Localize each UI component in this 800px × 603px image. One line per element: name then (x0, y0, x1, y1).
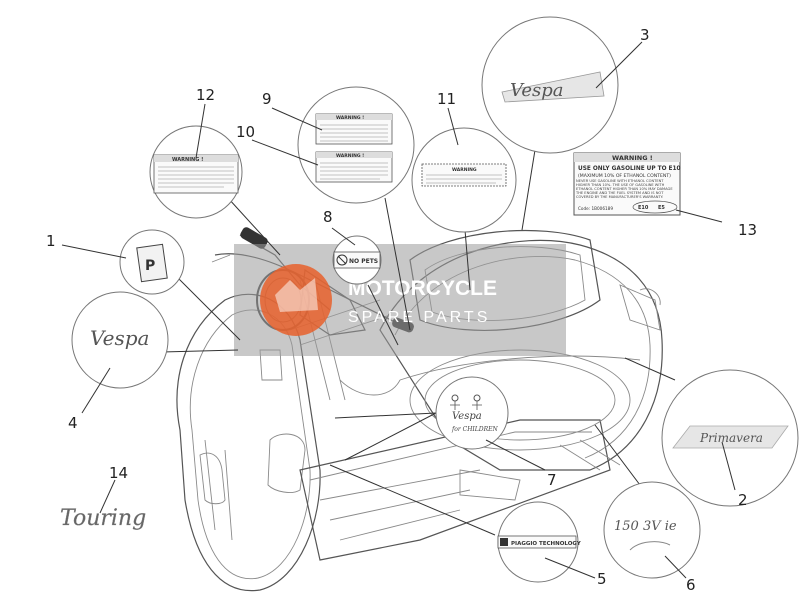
detail-circle-2: Primavera (624, 357, 799, 507)
callout-14: 14 (109, 464, 128, 482)
detail-circle-9-10: WARNING ! WARNING ! (297, 86, 415, 331)
watermark-line2: SPARE PARTS (348, 309, 490, 326)
detail-circle-12: WARNING ! (149, 125, 281, 256)
no-pets-icon (336, 254, 348, 266)
warning-title-10: WARNING ! (336, 153, 364, 159)
engine-badge: 150 3V ie (614, 519, 677, 534)
detail-circle-1: P (119, 229, 241, 341)
callout-9: 9 (262, 90, 272, 108)
warning-title-9: WARNING ! (336, 115, 364, 121)
vespa-logo-3: Vespa (510, 80, 564, 101)
detail-circle-3: Vespa (481, 16, 619, 231)
warning-title-11: WARNING (452, 167, 477, 173)
touring-logo: Touring (60, 506, 146, 531)
detail-circle-5: PIAGGIO TECHNOLOGY (329, 464, 582, 583)
fuel-warning-title: WARNING ! (612, 154, 653, 162)
detail-circle-4: Vespa (71, 291, 239, 389)
detail-circle-6: 150 3V ie (594, 424, 701, 579)
watermark: MOTORCYCLE SPARE PARTS (234, 244, 566, 356)
callout-6: 6 (686, 576, 696, 594)
fuel-body-text: NEVER USE GASOLINE WITH ETHANOL CONTENT … (576, 179, 673, 199)
warning-title-12: WARNING ! (172, 157, 203, 163)
detail-circle-8: NO PETS (332, 235, 399, 346)
fuel-e5: E5 (658, 205, 665, 211)
fuel-warning-label-13: WARNING ! USE ONLY GASOLINE UP TO E10 (M… (573, 152, 681, 216)
callout-7: 7 (547, 471, 557, 489)
fuel-line1: USE ONLY GASOLINE UP TO E10 (578, 166, 681, 172)
detail-circle-7: Vespa for CHILDREN (334, 376, 509, 461)
callout-1: 1 (46, 232, 56, 250)
for-children-text: for CHILDREN (451, 426, 498, 433)
callout-3: 3 (640, 26, 650, 44)
vespa-logo-4: Vespa (90, 326, 149, 350)
callout-leaders (61, 41, 736, 579)
callout-4: 4 (68, 414, 78, 432)
no-pets-text: NO PETS (349, 258, 378, 265)
primavera-logo: Primavera (699, 431, 763, 445)
callout-13: 13 (738, 221, 757, 239)
piaggio-label: PIAGGIO TECHNOLOGY (511, 541, 582, 547)
callout-8: 8 (323, 208, 333, 226)
callout-11: 11 (437, 90, 456, 108)
fuel-e10: E10 (638, 205, 649, 211)
detail-circle-11: WARNING (411, 127, 517, 291)
callout-2: 2 (738, 491, 748, 509)
watermark-line1: MOTORCYCLE (348, 277, 497, 300)
callout-12: 12 (196, 86, 215, 104)
callout-10: 10 (236, 123, 255, 141)
p-icon: P (145, 258, 155, 274)
fuel-line2: (MAXIMUM 10% OF ETHANOL CONTENT) (578, 173, 671, 179)
vespa-logo-7: Vespa (452, 411, 482, 422)
callout-numbers: 1 2 3 4 5 6 7 8 9 10 11 12 13 14 (46, 26, 757, 594)
fuel-code: Code: 1B006189 (578, 206, 613, 211)
callout-5: 5 (597, 570, 607, 588)
